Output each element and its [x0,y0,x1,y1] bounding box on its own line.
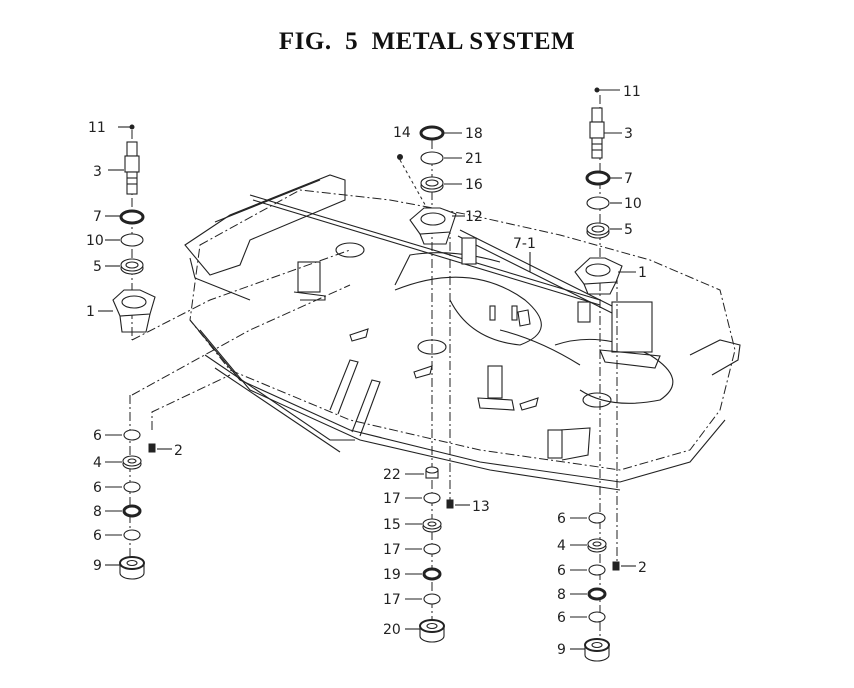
callout-9: 9 [557,642,566,658]
callout-1: 1 [86,304,95,320]
callout-7: 7 [93,209,102,225]
part-5-bearing [586,222,610,239]
part-18-seal [419,125,445,141]
part-6-snap-ring [123,529,141,541]
part-6-snap-ring [588,512,606,524]
callout-10: 10 [624,196,642,212]
part-7-seal [585,170,611,186]
part-12-spindle-housing [409,207,457,245]
part-3-spindle-shaft [124,141,140,195]
part-17-snap-ring [423,543,441,555]
callout-17: 17 [383,491,401,507]
callout-2: 2 [638,560,647,576]
callout-6: 6 [557,563,566,579]
callout-5: 5 [93,259,102,275]
part-11-pin [129,124,135,130]
callout-16: 16 [465,177,483,193]
callout-7: 7 [624,171,633,187]
callout-6: 6 [93,528,102,544]
right-spindle-top-stack: 11 3 7 10 5 [574,84,647,295]
part-11-pin [594,87,600,93]
callout-7-1: 7-1 [513,236,536,252]
callout-15: 15 [383,517,401,533]
part-15-bearing [422,518,442,533]
part-4-bearing [122,455,142,470]
callout-3: 3 [93,164,102,180]
center-spindle-top-stack: 14 18 21 16 12 [393,125,483,245]
part-17-snap-ring [423,593,441,605]
callout-20: 20 [383,622,401,638]
part-3-spindle-shaft [589,107,605,159]
part-8-seal [587,587,607,601]
callout-12: 12 [465,209,483,225]
deck-callout: 7-1 [513,236,536,272]
part-2-bolt [148,443,156,453]
callout-11: 11 [623,84,641,100]
part-20-pulley-bearing [419,619,445,643]
callout-13: 13 [472,499,490,515]
part-1-spindle-housing [574,257,623,295]
callout-6: 6 [93,480,102,496]
callout-22: 22 [383,467,401,483]
part-6-snap-ring [123,481,141,493]
mower-deck [184,174,741,491]
callout-21: 21 [465,151,483,167]
callout-8: 8 [93,504,102,520]
left-spindle-top-stack: 11 3 7 10 5 [86,120,156,333]
part-4-bearing [587,538,607,553]
part-9-pulley-bearing [119,556,145,580]
callout-17: 17 [383,592,401,608]
part-2-bolt [612,561,620,571]
callout-4: 4 [557,538,566,554]
part-17-snap-ring [423,492,441,504]
callout-11: 11 [88,120,106,136]
part-16-bearing [420,176,444,193]
callout-9: 9 [93,558,102,574]
callout-14: 14 [393,125,411,141]
callout-6: 6 [557,511,566,527]
part-6-snap-ring [123,429,141,441]
part-7-seal [119,209,145,225]
part-14-grease-fitting [397,154,403,160]
part-8-seal [122,504,142,518]
right-spindle-bottom-stack: 6 4 6 2 8 6 9 [557,511,647,662]
callout-17: 17 [383,542,401,558]
callout-4: 4 [93,455,102,471]
part-21-snap-ring [420,151,444,165]
figure-title: FIG. 5 METAL SYSTEM [278,28,576,55]
callout-3: 3 [624,126,633,142]
part-9-pulley-bearing [584,638,610,662]
callout-5: 5 [624,222,633,238]
callout-1: 1 [638,265,647,281]
part-10-snap-ring [586,196,610,210]
callout-10: 10 [86,233,104,249]
part-1-spindle-housing [112,289,156,333]
left-spindle-bottom-stack: 6 2 4 6 8 6 9 [93,428,183,580]
part-22-spacer [425,466,439,479]
callout-8: 8 [557,587,566,603]
assembly-centerlines [129,95,618,640]
part-6-snap-ring [588,611,606,623]
callout-6: 6 [557,610,566,626]
part-10-snap-ring [120,233,144,247]
center-spindle-bottom-stack: 22 17 13 15 17 19 17 20 [383,466,490,643]
callout-2: 2 [174,443,183,459]
part-5-bearing [120,258,144,275]
callout-6: 6 [93,428,102,444]
callout-19: 19 [383,567,401,583]
part-19-seal [422,567,442,581]
part-13-bolt [446,499,454,509]
callout-18: 18 [465,126,483,142]
part-6-snap-ring [588,564,606,576]
